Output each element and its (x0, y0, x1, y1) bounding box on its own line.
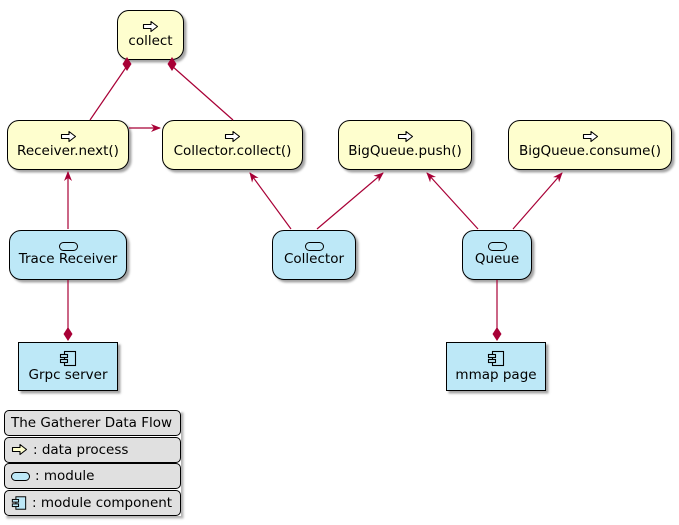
legend-item-data-process: : data process (4, 436, 181, 463)
node-bigqueue-push: BigQueue.push() (338, 120, 472, 170)
node-label: Collector (283, 251, 345, 268)
edge-queue-to-bigqueue-push (426, 172, 479, 230)
data-process-icon (397, 130, 414, 143)
module-icon (304, 242, 324, 252)
legend-item-label: : module (35, 468, 95, 484)
node-receiver-next: Receiver.next() (7, 120, 129, 170)
node-label: Queue (474, 251, 520, 268)
data-process-icon (582, 130, 599, 143)
module-icon (487, 242, 507, 252)
legend-item-label: : data process (33, 441, 129, 458)
legend-item-module-component: : module component (4, 489, 181, 516)
edge-queue-to-bigqueue-consume (512, 172, 563, 230)
module-component-icon (59, 350, 77, 367)
diamond-grpc-server (63, 327, 73, 341)
node-label: Receiver.next() (17, 143, 119, 160)
node-label: BigQueue.push() (348, 143, 462, 160)
node-label: Collector.collect() (173, 143, 292, 160)
node-label: mmap page (455, 366, 537, 383)
node-label: Grpc server (28, 366, 108, 383)
module-icon (58, 242, 78, 252)
module-icon (11, 471, 30, 481)
legend: The Gatherer Data Flow : data process : … (4, 410, 181, 516)
edge-collector-to-bigqueue-push (316, 172, 384, 230)
diamond-mmap-page (492, 327, 502, 341)
legend-title-text: The Gatherer Data Flow (11, 415, 173, 431)
data-process-icon (224, 130, 241, 143)
node-collect: collect (117, 10, 184, 60)
node-collector-collect: Collector.collect() (162, 120, 303, 170)
node-label: BigQueue.consume() (518, 143, 662, 160)
module-component-icon (11, 495, 27, 511)
node-trace-receiver: Trace Receiver (9, 230, 127, 280)
edge-collect-receiver-next (89, 65, 128, 121)
node-collector: Collector (272, 230, 356, 280)
legend-title: The Gatherer Data Flow (4, 410, 181, 436)
data-process-icon (11, 443, 28, 456)
edge-collector-to-collector-collect (249, 172, 292, 230)
module-component-icon (487, 350, 505, 367)
data-process-icon (60, 130, 77, 143)
data-process-icon (142, 20, 159, 33)
legend-item-module: : module (4, 463, 181, 489)
edge-collect-collector-collect (171, 65, 234, 121)
node-queue: Queue (462, 230, 532, 280)
node-label: Trace Receiver (18, 251, 118, 268)
node-label: collect (128, 33, 173, 50)
node-grpc-server: Grpc server (18, 342, 118, 391)
node-bigqueue-consume: BigQueue.consume() (508, 120, 672, 170)
legend-item-label: : module component (32, 494, 173, 511)
node-mmap-page: mmap page (446, 342, 546, 391)
